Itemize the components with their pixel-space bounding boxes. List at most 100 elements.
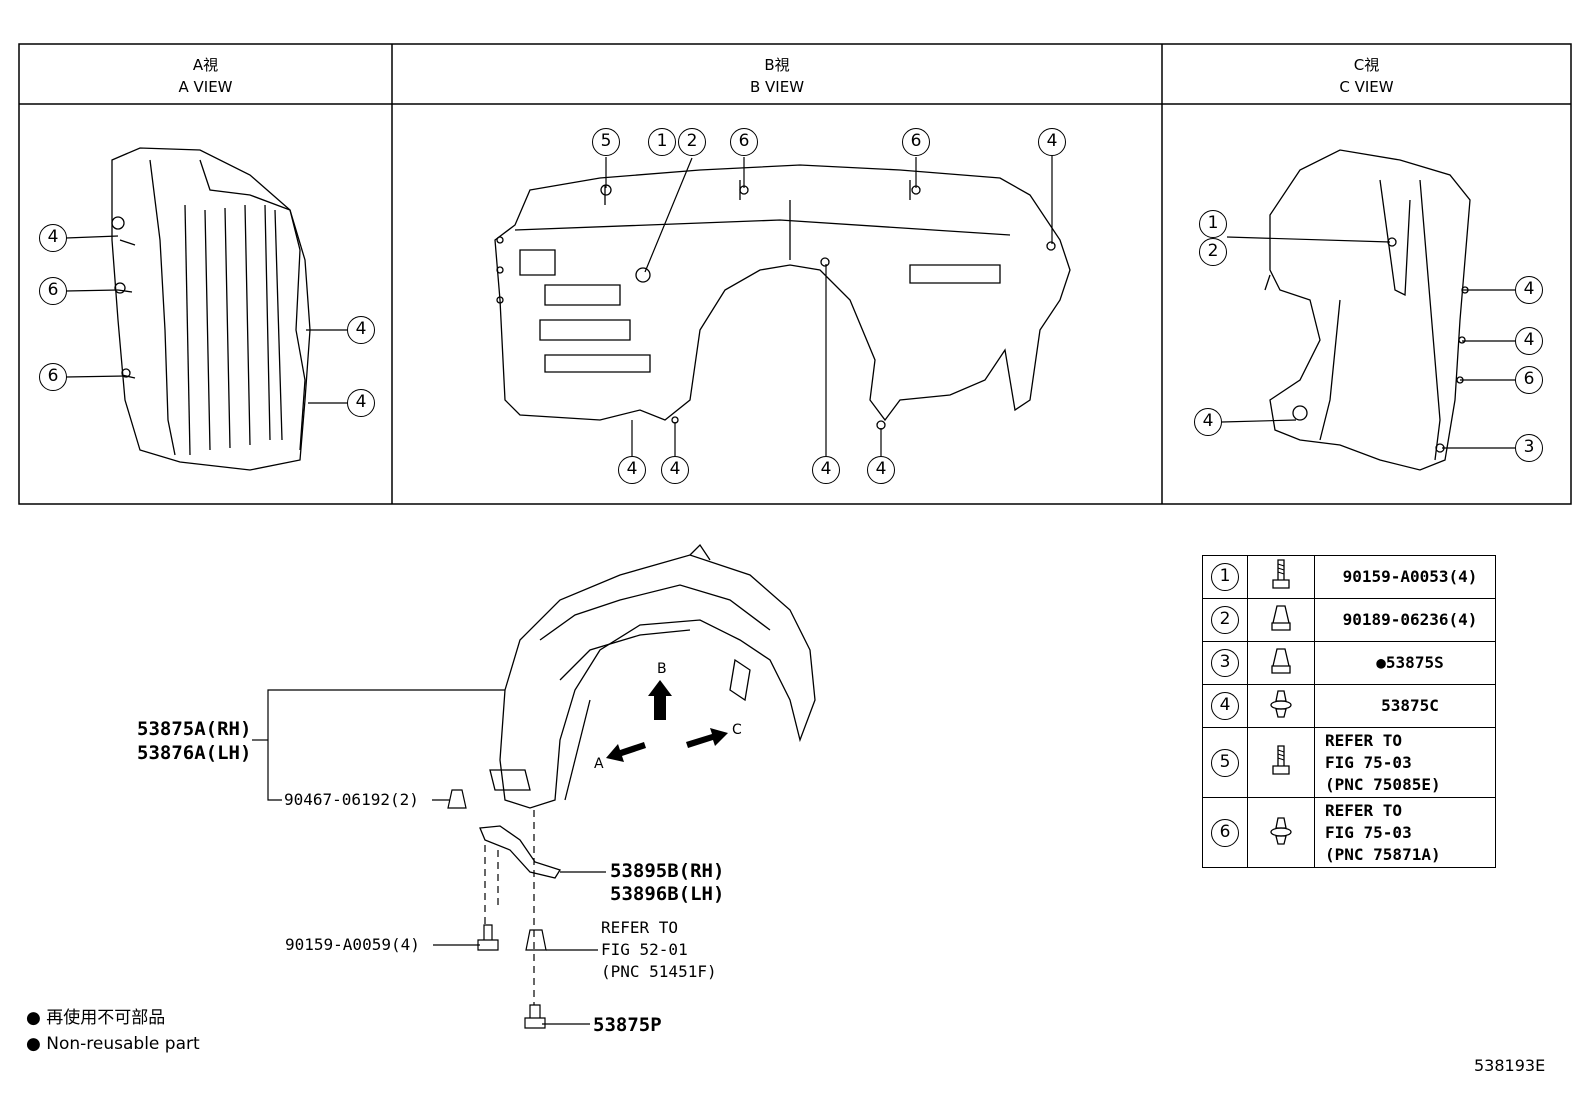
b-view-header: B視 B VIEW	[392, 54, 1162, 98]
legend-row: 4 53875C	[1202, 684, 1496, 728]
callout-a-2: 6	[39, 277, 67, 305]
legend-number-cell: 5	[1202, 727, 1248, 798]
arrow-c-label: C	[732, 722, 742, 738]
arrow-a-label: A	[594, 756, 604, 772]
assembly-lines	[484, 810, 535, 1005]
callout-b-top-4: 6	[730, 128, 758, 156]
part-bracket-lh: 53896B(LH)	[610, 883, 725, 905]
push-rivet-icon	[1247, 797, 1315, 868]
arrow-b-label: B	[657, 661, 667, 677]
callout-a-5: 4	[347, 389, 375, 417]
bracket-drawing	[479, 825, 561, 879]
b-view-liner-drawing	[494, 164, 1071, 430]
push-rivet-icon	[1247, 684, 1315, 728]
c-view-header: C視 C VIEW	[1162, 54, 1571, 98]
legend-number: 2	[1211, 606, 1239, 634]
part-bolt-bracket: 90159-A0059(4)	[285, 935, 420, 954]
legend-number: 3	[1211, 649, 1239, 677]
part-bracket-rh: 53895B(RH)	[610, 860, 725, 882]
callout-a-3: 6	[39, 363, 67, 391]
note-en: ● Non-reusable part	[26, 1031, 200, 1057]
fastener-symbols	[447, 789, 547, 1029]
callout-c-right-2: 4	[1515, 327, 1543, 355]
bolt-icon	[1247, 727, 1315, 798]
c-view-liner-drawing	[1264, 149, 1471, 471]
callout-c-right-1: 4	[1515, 276, 1543, 304]
a-view-header: A視 A VIEW	[19, 54, 392, 98]
callout-b-bottom-1: 4	[618, 456, 646, 484]
non-reusable-bullet-icon: ●	[26, 1008, 47, 1028]
legend-number-cell: 1	[1202, 555, 1248, 599]
legend-description: 90159-A0053(4)	[1314, 555, 1496, 599]
legend-row: 3 ●53875S	[1202, 641, 1496, 685]
refer-line-3: (PNC 51451F)	[601, 962, 717, 981]
refer-line-2: FIG 52-01	[601, 940, 688, 959]
legend-description: 53875C	[1314, 684, 1496, 728]
note-en-text: Non-reusable part	[46, 1034, 200, 1054]
legend-description-line: FIG 75-03	[1325, 752, 1412, 772]
callout-b-bottom-3: 4	[812, 456, 840, 484]
callout-c-right-3: 6	[1515, 366, 1543, 394]
legend-description-line: REFER TO	[1325, 730, 1403, 750]
b-view-en: B VIEW	[749, 78, 805, 96]
callout-b-bottom-2: 4	[661, 456, 689, 484]
callout-b-top-2: 1	[648, 128, 676, 156]
c-view-en: C VIEW	[1339, 78, 1394, 96]
legend-description-line: (PNC 75871A)	[1325, 844, 1441, 864]
legend-number: 5	[1211, 748, 1239, 777]
callout-c-left-2: 2	[1199, 238, 1227, 266]
figure-id: 538193E	[1474, 1056, 1546, 1075]
legend-description-line: 90159-A0053(4)	[1342, 567, 1478, 586]
part-liner-rh: 53875A(RH)	[137, 718, 252, 740]
legend-number: 6	[1211, 818, 1239, 847]
part-liner-lh: 53876A(LH)	[137, 742, 252, 764]
legend-description-line: (PNC 75085E)	[1325, 774, 1441, 794]
callout-leaders	[65, 156, 1515, 456]
fastener-legend-table: 1 90159-A0053(4) 2 90189-06236(4) 3 ●53875S 4 5…	[1202, 555, 1496, 868]
legend-description-line: REFER TO	[1325, 800, 1403, 820]
callout-b-top-3: 2	[678, 128, 706, 156]
legend-number: 4	[1211, 692, 1239, 720]
note-jp: ● 再使用不可部品	[26, 1005, 165, 1031]
legend-number-cell: 2	[1202, 598, 1248, 642]
callout-a-4: 4	[347, 316, 375, 344]
legend-row: 1 90159-A0053(4)	[1202, 555, 1496, 599]
a-view-en: A VIEW	[178, 78, 233, 96]
clip-icon	[1247, 598, 1315, 642]
legend-description-line: 90189-06236(4)	[1342, 610, 1478, 629]
callout-c-right-4: 3	[1515, 434, 1543, 462]
legend-number-cell: 4	[1202, 684, 1248, 728]
non-reusable-bullet-icon: ●	[26, 1034, 47, 1054]
b-view-jp: B視	[764, 56, 790, 74]
callout-a-1: 4	[39, 224, 67, 252]
callout-b-bottom-4: 4	[867, 456, 895, 484]
callout-b-top-5: 6	[902, 128, 930, 156]
part-clip-liner: 90467-06192(2)	[284, 790, 419, 809]
note-jp-text: 再使用不可部品	[46, 1008, 166, 1028]
legend-number: 1	[1211, 563, 1239, 591]
direction-arrows	[606, 680, 728, 762]
legend-description-line: 53875C	[1381, 696, 1439, 715]
c-view-jp: C視	[1353, 56, 1380, 74]
legend-number-cell: 6	[1202, 797, 1248, 868]
legend-description: ●53875S	[1314, 641, 1496, 685]
legend-row: 2 90189-06236(4)	[1202, 598, 1496, 642]
legend-description: 90189-06236(4)	[1314, 598, 1496, 642]
part-screw-bottom: 53875P	[593, 1014, 662, 1036]
callout-c-left-1: 1	[1199, 210, 1227, 238]
callout-b-top-6: 4	[1038, 128, 1066, 156]
refer-line-1: REFER TO	[601, 918, 679, 937]
main-liner-drawing	[489, 543, 816, 809]
callout-c-left-3: 4	[1194, 408, 1222, 436]
a-view-jp: A視	[192, 56, 219, 74]
part-leaders	[252, 689, 606, 1025]
callout-b-top-1: 5	[592, 128, 620, 156]
bolt-icon	[1247, 555, 1315, 599]
legend-number-cell: 3	[1202, 641, 1248, 685]
legend-description-line: FIG 75-03	[1325, 822, 1412, 842]
